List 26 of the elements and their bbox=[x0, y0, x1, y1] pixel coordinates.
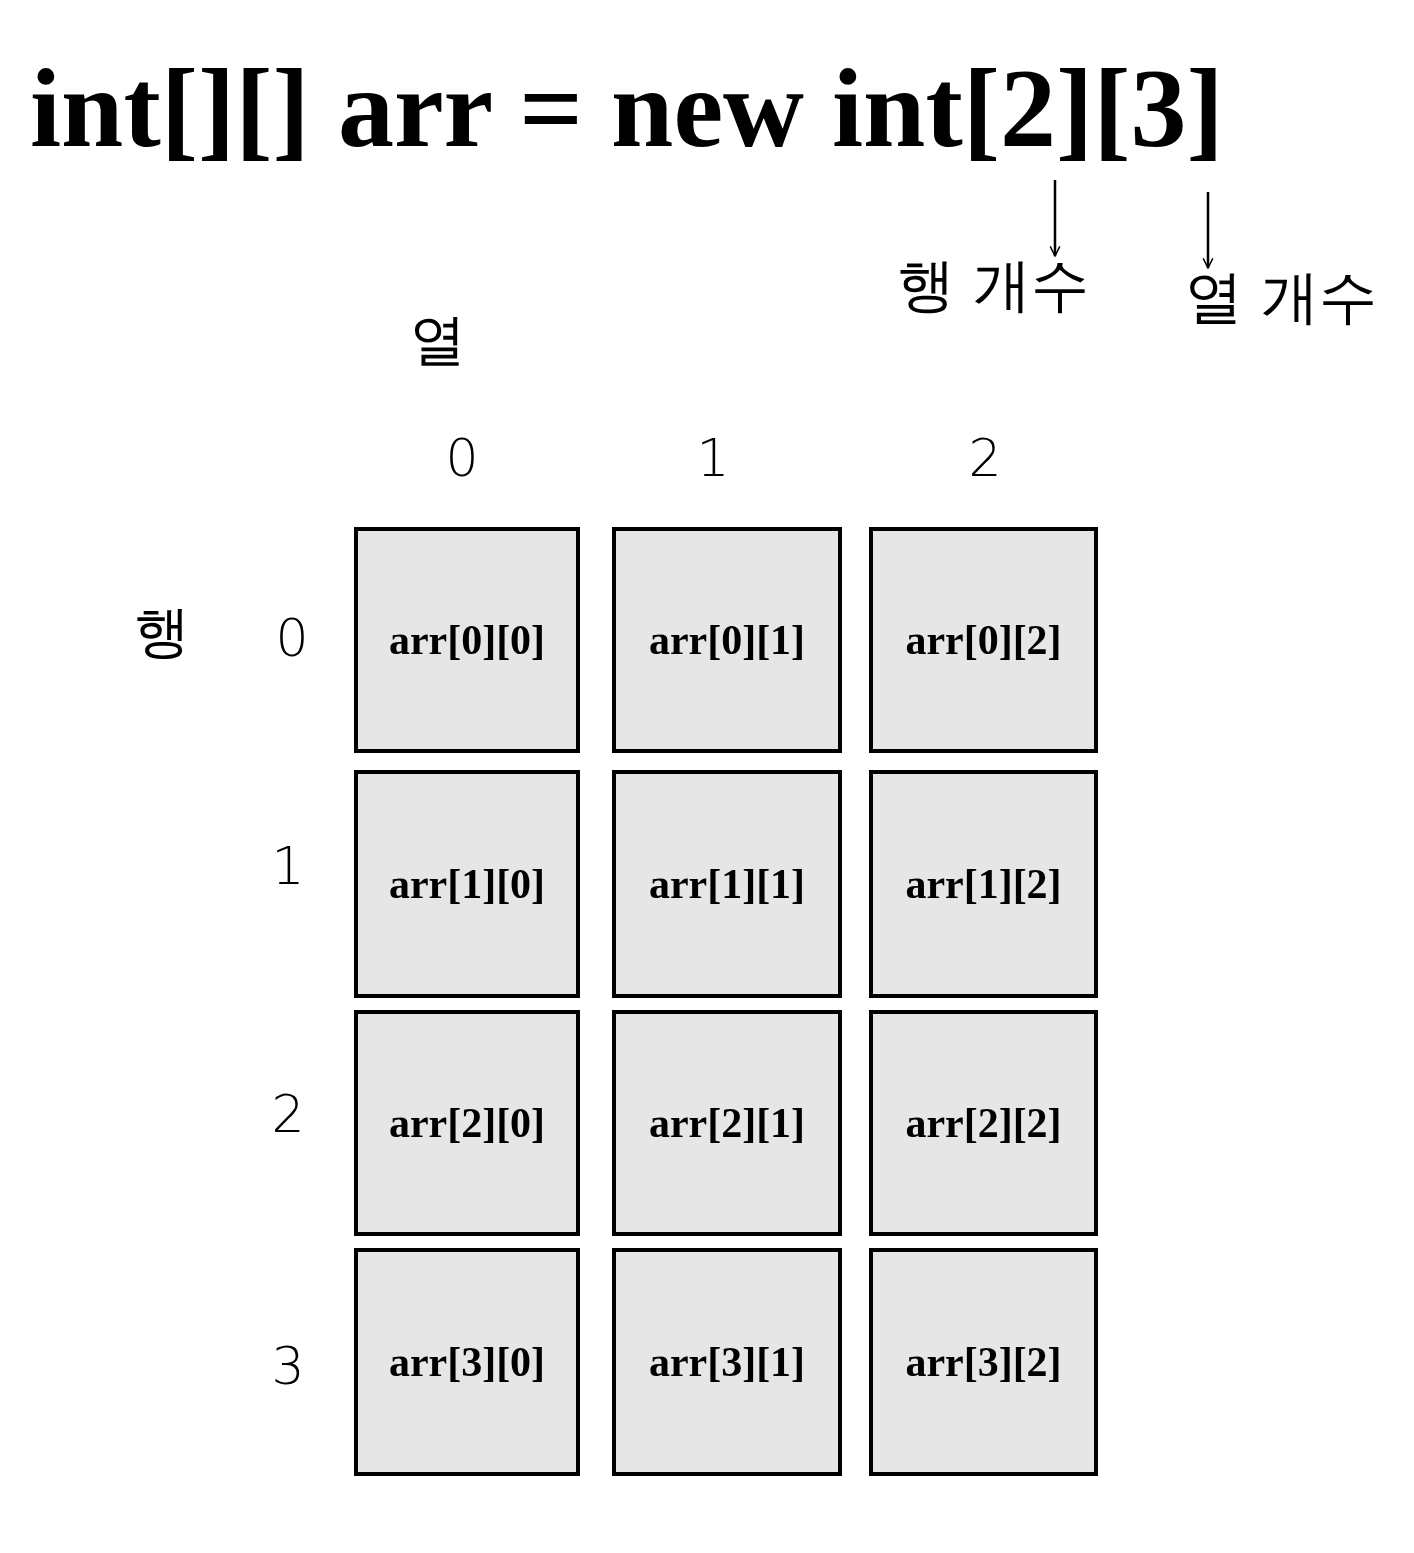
row-index: 2 bbox=[270, 1088, 306, 1140]
array-cell: arr[3][1] bbox=[612, 1248, 842, 1476]
array-cell: arr[1][1] bbox=[612, 770, 842, 998]
array-cell: arr[2][0] bbox=[354, 1010, 580, 1236]
code-title: int[][] arr = new int[2][3] bbox=[30, 52, 1224, 164]
count-label: 행 개수 bbox=[888, 256, 1098, 322]
array-cell: arr[1][0] bbox=[354, 770, 580, 998]
column-index: 1 bbox=[695, 432, 731, 484]
row-index: 3 bbox=[270, 1340, 306, 1392]
array-cell: arr[0][2] bbox=[869, 527, 1098, 753]
array-cell: arr[0][0] bbox=[354, 527, 580, 753]
column-index: 2 bbox=[967, 432, 1003, 484]
array-cell: arr[3][0] bbox=[354, 1248, 580, 1476]
array-cell: arr[1][2] bbox=[869, 770, 1098, 998]
axis-label: 열 bbox=[410, 312, 466, 368]
array-cell: arr[3][2] bbox=[869, 1248, 1098, 1476]
array-cell: arr[0][1] bbox=[612, 527, 842, 753]
arrow bbox=[1049, 180, 1061, 257]
array-cell: arr[2][2] bbox=[869, 1010, 1098, 1236]
arrow bbox=[1202, 192, 1214, 269]
count-label: 열 개수 bbox=[1176, 268, 1386, 334]
array-cell: arr[2][1] bbox=[612, 1010, 842, 1236]
column-index: 0 bbox=[444, 432, 480, 484]
axis-label: 행 bbox=[134, 604, 190, 660]
row-index: 1 bbox=[270, 840, 306, 892]
row-index: 0 bbox=[274, 612, 310, 664]
